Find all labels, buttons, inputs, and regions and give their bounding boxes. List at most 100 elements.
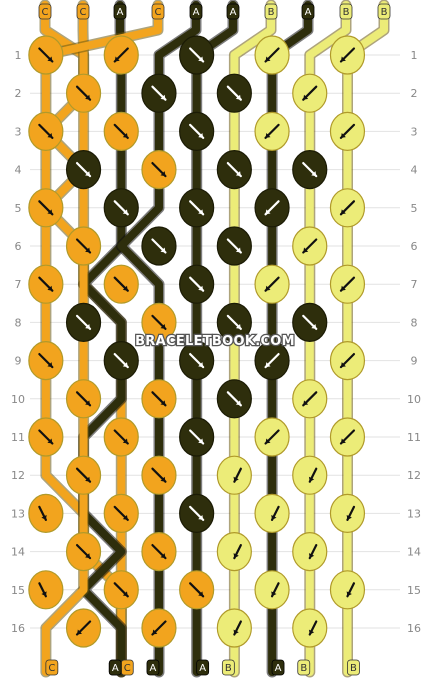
string-label-top: C (155, 7, 162, 18)
knot-arrow-head (303, 247, 309, 253)
string-color-tag (151, 3, 165, 20)
knot-ellipse (292, 455, 328, 495)
row-number-left: 8 (15, 316, 22, 329)
row-number-left: 14 (11, 546, 25, 559)
knot (65, 73, 102, 113)
knot-ellipse (254, 570, 290, 610)
knot (329, 570, 366, 610)
row-number-left: 3 (15, 125, 22, 138)
knot-ellipse (28, 493, 64, 534)
knot (28, 493, 64, 534)
knot (329, 264, 366, 304)
knot (28, 341, 64, 381)
knot-arrow-head (233, 629, 239, 635)
row-number-right: 8 (411, 316, 418, 329)
row-number-right: 15 (407, 584, 421, 597)
string-color-tag (196, 659, 210, 676)
string-label-bottom: B (225, 663, 232, 674)
knot-arrow-head (340, 285, 346, 291)
knot-arrow-head (265, 285, 271, 291)
knot-arrow-head (265, 438, 271, 444)
knot-arrow-head (340, 56, 346, 62)
string-label-bottom: B (350, 663, 357, 674)
knot-arrow-head (198, 591, 204, 597)
knot-grid (28, 35, 366, 648)
string-color-tag (377, 3, 391, 20)
row-number-left: 10 (11, 393, 25, 406)
row-number-right: 5 (411, 202, 418, 215)
knot-ellipse (292, 608, 328, 648)
knot-arrow-head (160, 476, 166, 482)
knot-arrow-head (265, 132, 271, 138)
string-color-tag (347, 659, 360, 676)
knot (141, 531, 177, 572)
knot (65, 455, 102, 495)
knot (65, 226, 102, 266)
knot (216, 150, 252, 190)
string-color-tag (146, 659, 160, 676)
knot-arrow-head (340, 438, 346, 444)
knot (103, 111, 139, 151)
knot-arrow-head (85, 323, 91, 329)
knot (216, 73, 252, 113)
knot (216, 608, 252, 648)
string-color-tag (264, 3, 278, 20)
knot (179, 111, 215, 151)
row-number-right: 11 (407, 431, 421, 444)
knot-arrow-head (160, 323, 166, 329)
knot (292, 455, 328, 495)
knot (292, 150, 328, 190)
string-color-tag (297, 659, 311, 676)
string-color-tag (189, 3, 203, 20)
knot (292, 302, 328, 342)
row-number-left: 16 (11, 622, 25, 635)
knot (329, 35, 366, 75)
row-number-right: 6 (411, 240, 418, 253)
row-number-left: 7 (15, 278, 22, 291)
knot-ellipse (329, 570, 366, 610)
knot (179, 417, 215, 457)
knot-arrow-head (122, 132, 128, 138)
string-color-tag (339, 3, 353, 20)
string-color-tag (221, 659, 235, 676)
knot-arrow-head (235, 171, 241, 177)
row-number-right: 13 (407, 507, 421, 520)
knot (28, 188, 64, 228)
knot (141, 226, 177, 266)
row-number-left: 6 (15, 240, 22, 253)
knot-arrow-head (233, 476, 239, 482)
knot-arrow-head (47, 209, 53, 215)
knot-arrow-head (47, 362, 53, 368)
knot (103, 570, 139, 610)
knot-arrow-head (85, 94, 91, 100)
knot (103, 35, 139, 75)
knot-arrow-head (160, 247, 166, 253)
string-label-top: B (343, 7, 350, 18)
knot-arrow-head (198, 285, 204, 291)
knot (65, 150, 102, 190)
knot-arrow-head (122, 514, 128, 520)
row-number-right: 7 (411, 278, 418, 291)
knot-arrow-head (235, 323, 241, 329)
knot (65, 302, 102, 342)
knot-arrow-head (198, 362, 204, 368)
knot-arrow-head (198, 209, 204, 215)
row-number-right: 3 (411, 125, 418, 138)
knot (292, 531, 328, 572)
knot-arrow-head (47, 56, 53, 62)
row-number-right: 16 (407, 622, 421, 635)
row-number-left: 1 (15, 49, 22, 62)
knot-arrow-head (311, 171, 317, 177)
row-number-left: 11 (11, 431, 25, 444)
row-number-right: 2 (411, 87, 418, 100)
knot (254, 35, 290, 75)
knot (65, 608, 102, 648)
knot-arrow-head (271, 514, 277, 520)
knot (254, 264, 290, 304)
knot (179, 570, 215, 610)
knot (141, 302, 177, 342)
knot-arrow-head (308, 629, 315, 635)
knot-ellipse (329, 493, 366, 534)
row-number-right: 1 (411, 49, 418, 62)
